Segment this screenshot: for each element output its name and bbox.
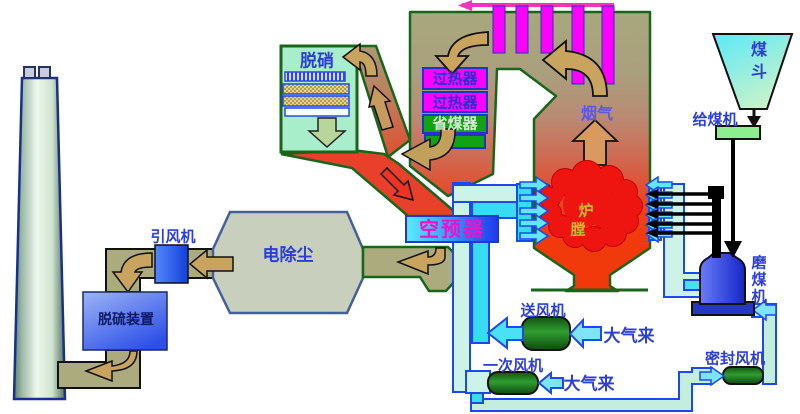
- id-fan-label: 引风机: [150, 227, 196, 246]
- coal-mill-unit: [691, 252, 755, 316]
- coal-supply: [711, 33, 794, 140]
- scr-label: 脱硝: [300, 51, 334, 72]
- superheater2-label: 过热器: [432, 93, 478, 112]
- flow-arrow-icon: [341, 42, 378, 77]
- steam-pipe: [458, 0, 615, 85]
- atmosphere-label-2: 大气来: [563, 374, 615, 395]
- fd-fan-unit: [521, 316, 571, 351]
- furnace-flame: [532, 160, 643, 252]
- id-fan-unit: [154, 244, 189, 284]
- steam-tube-icon: [540, 5, 554, 54]
- seal-out-arrow-icon: [751, 298, 777, 322]
- coal-hopper-label: 煤斗: [748, 41, 767, 85]
- steam-tube-icon: [601, 5, 615, 85]
- flue-duct-aph-to-esp: [361, 245, 457, 293]
- steam-arrow-icon: [458, 0, 472, 11]
- seal-in-arrow-icon: [699, 365, 726, 387]
- coal-feeder-label: 给煤机: [692, 110, 738, 129]
- fgd-unit: [82, 291, 168, 351]
- scr-layer-icon: [284, 71, 346, 82]
- steam-tube-icon: [515, 5, 529, 54]
- superheater1-label: 过热器: [432, 69, 478, 88]
- chimney-pot-icon: [38, 66, 51, 79]
- economizer-label: 省煤器: [432, 114, 478, 133]
- flue-arrows-boiler: [400, 31, 620, 172]
- flow-arrow-icon: [83, 350, 138, 383]
- flow-arrows-left: [83, 248, 234, 383]
- steam-tube-icon: [492, 5, 506, 54]
- seal-fan-label: 密封风机: [704, 349, 766, 368]
- flow-arrow-icon: [111, 252, 153, 294]
- chimney-pot-icon: [23, 66, 36, 79]
- chimney: [12, 66, 67, 401]
- superheater-2: [422, 91, 488, 113]
- pa-fan-unit: [487, 371, 539, 395]
- flow-arrow-icon: [188, 248, 234, 280]
- scr-catalyst-icon: [282, 83, 350, 95]
- coal-mill-label: 磨煤机: [749, 254, 768, 306]
- furnace-label-2: 膛: [570, 220, 586, 239]
- scr-catalyst-icon: [282, 95, 350, 107]
- fd-out-arrow-icon: [486, 315, 524, 351]
- flue-gas-label: 烟气: [580, 104, 614, 123]
- pa-fan-label: 一次风机: [482, 356, 544, 375]
- scr-layer-icon: [284, 107, 350, 117]
- furnace-label-1: 炉: [578, 201, 594, 220]
- coal-feeder-unit: [715, 125, 761, 140]
- atmosphere-label-1: 大气来: [603, 326, 655, 347]
- coal-feed-arrow-icon: [724, 241, 742, 258]
- seal-fan-unit: [722, 366, 764, 385]
- coal-arrow-icon: [747, 116, 761, 128]
- coal-pipes: [646, 139, 742, 258]
- scr-denox-unit: [279, 42, 378, 154]
- flow-arrow-icon: [541, 39, 608, 97]
- flow-arrow-icon: [395, 247, 446, 276]
- down-arrow-icon: [307, 117, 347, 149]
- air-preheater-label: 空预器: [419, 217, 485, 241]
- flow-arrow-icon: [367, 84, 394, 131]
- flow-arrow-icon: [400, 128, 456, 172]
- air-preheater-unit: [405, 215, 499, 243]
- flow-arrow-icon: [433, 31, 489, 76]
- fans: [487, 316, 764, 395]
- esp-label: 电除尘: [262, 245, 314, 266]
- flow-arrow-icon: [379, 166, 415, 202]
- flow-arrow-icon: [570, 118, 620, 166]
- fgd-label: 脱硫装置: [98, 312, 154, 328]
- coal-hopper-unit: [711, 33, 794, 110]
- atmosphere-arrow-icon: [568, 317, 602, 350]
- fd-fan-label: 送风机: [520, 301, 566, 320]
- atmosphere-arrow-icon: [537, 370, 564, 396]
